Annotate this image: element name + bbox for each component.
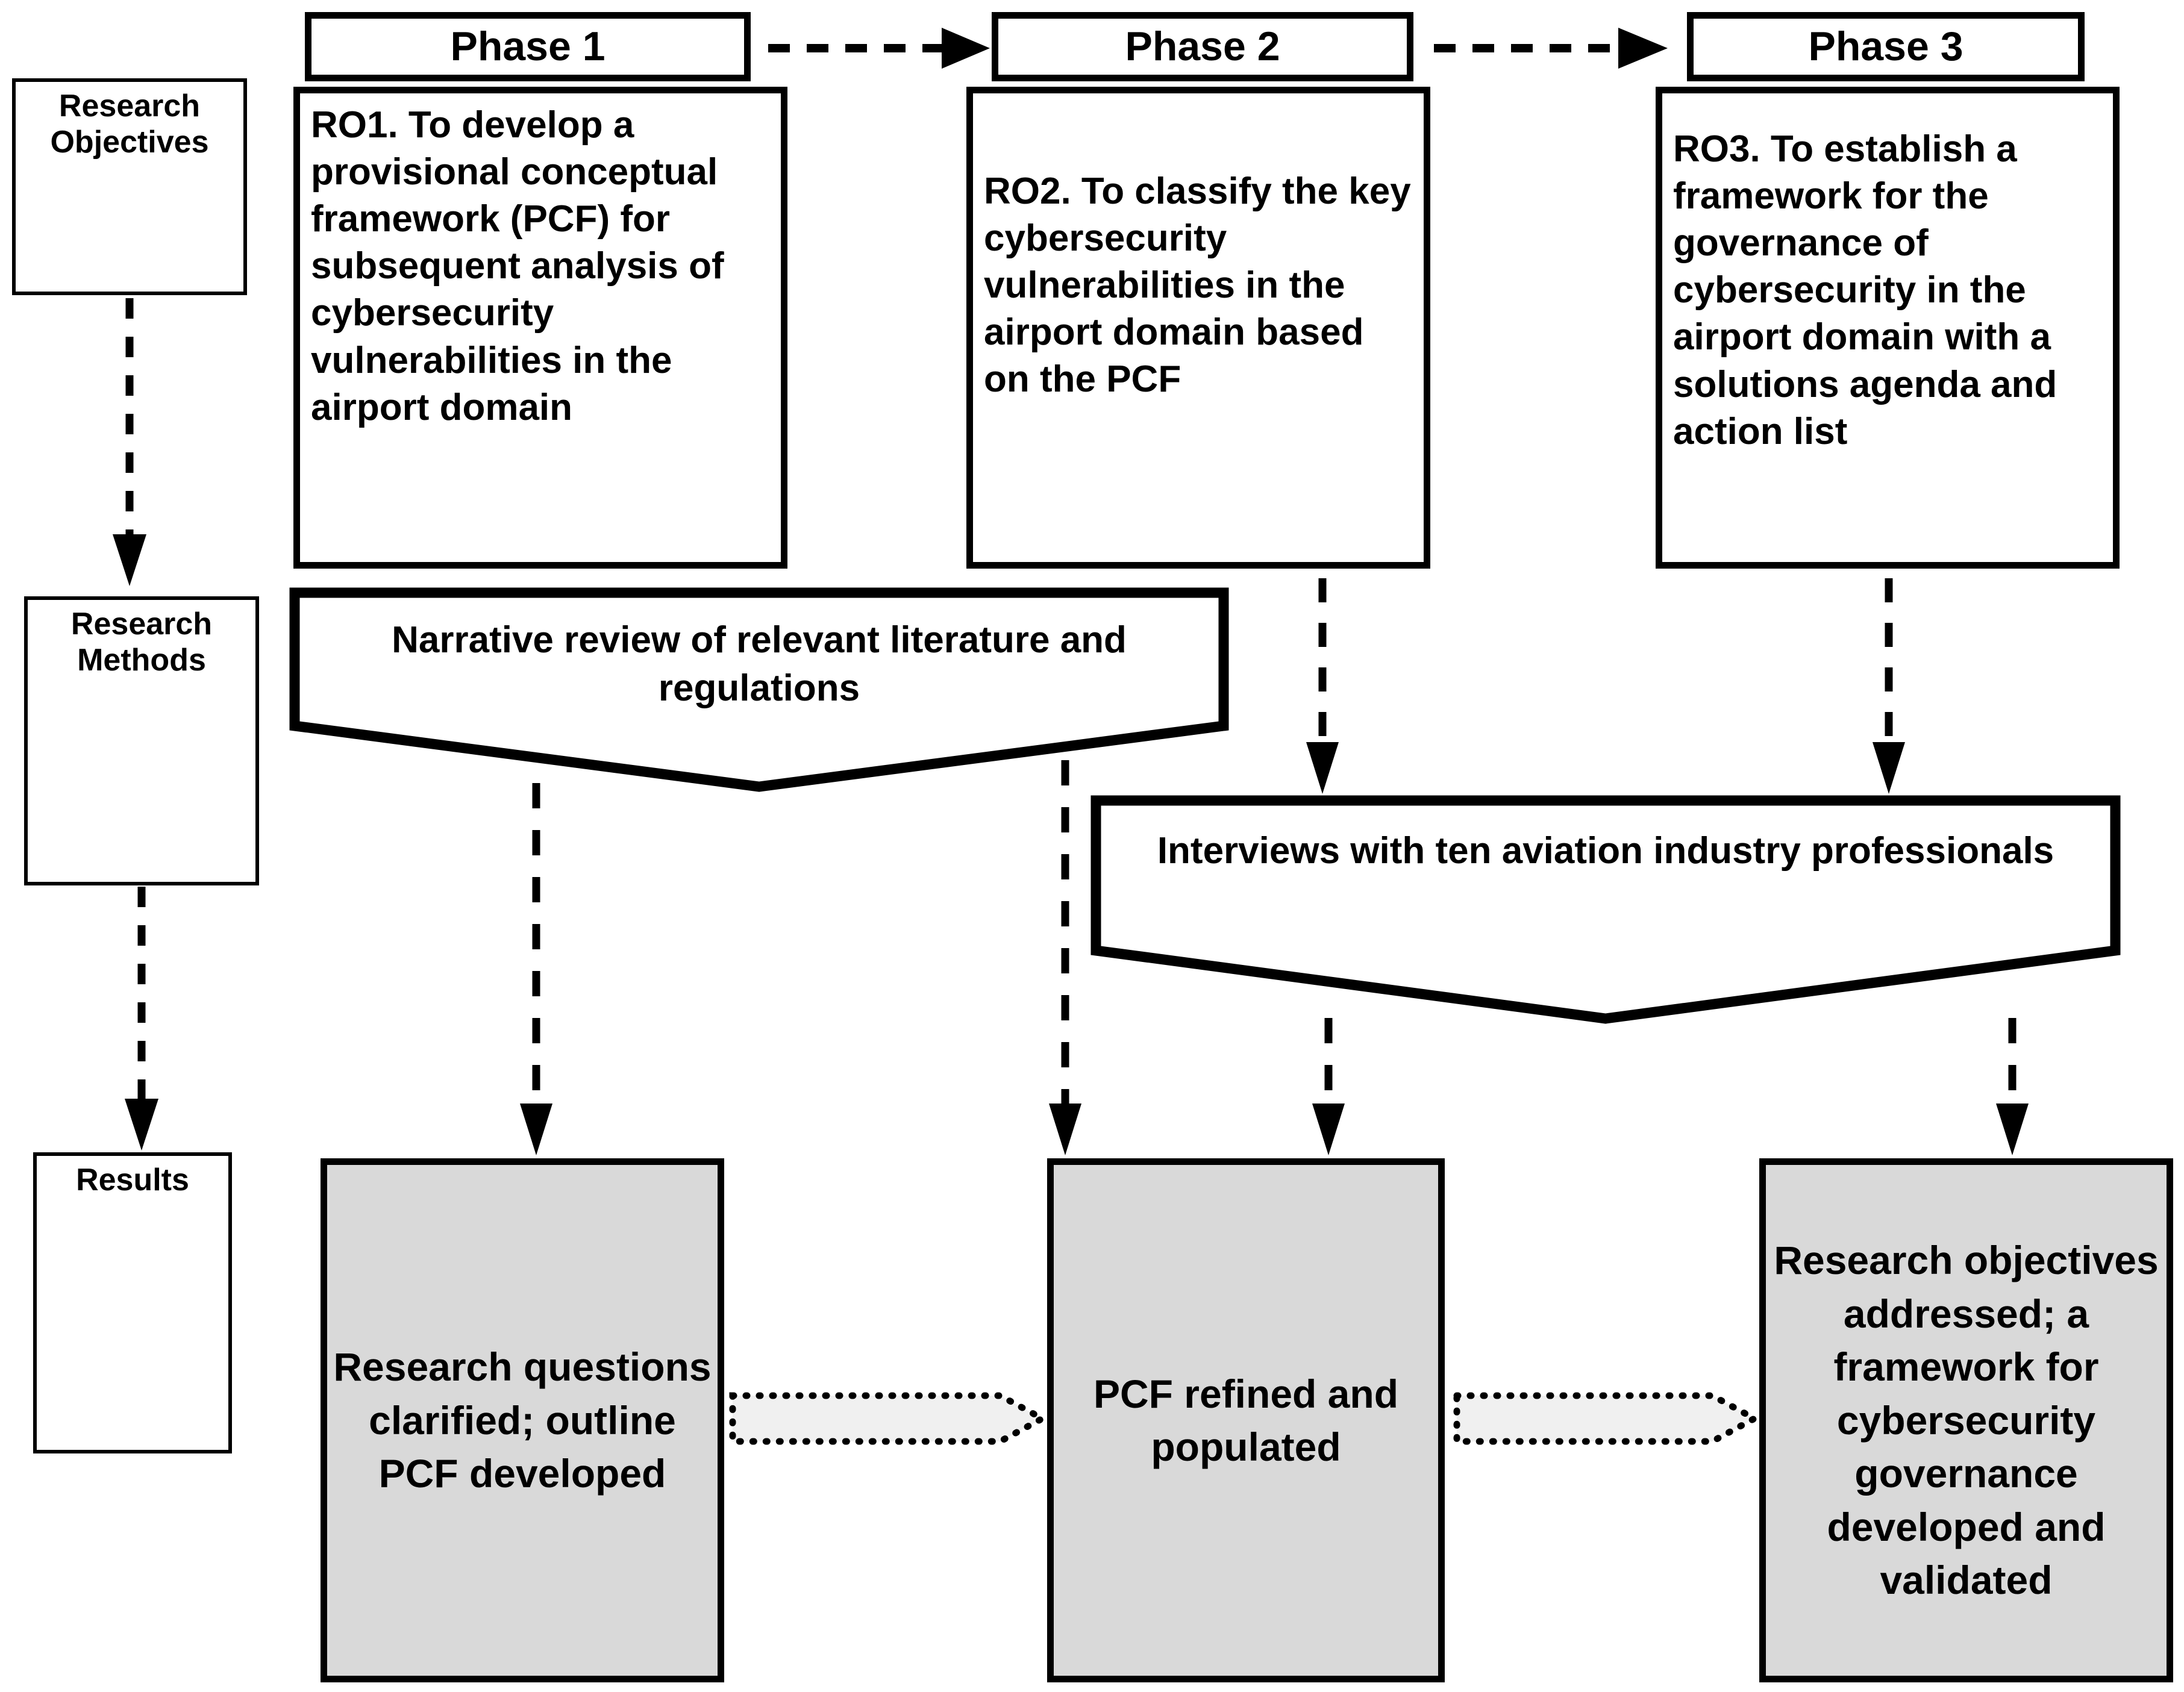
objective-box-ro2: RO2. To classify the key cybersecurity v… <box>966 87 1430 569</box>
method-box-narrative-review: Narrative review of relevant literature … <box>289 587 1229 792</box>
arrow-interviews-to-result2 <box>1310 1018 1347 1157</box>
objective-box-ro3: RO3. To establish a framework for the go… <box>1656 87 2120 569</box>
phase-arrow-1-to-2 <box>768 24 991 72</box>
phase-header-2: Phase 2 <box>992 12 1413 81</box>
method-box-interviews: Interviews with ten aviation industry pr… <box>1090 795 2121 1024</box>
result-box-1: Research questions clarified; outline PC… <box>321 1158 724 1682</box>
method-label: Interviews with ten aviation industry pr… <box>1157 830 2054 872</box>
spine-arrow-methods-to-results <box>124 887 160 1152</box>
result-text: Research questions clarified; outline PC… <box>333 1344 712 1496</box>
result-box-3: Research objectives addressed; a framewo… <box>1759 1158 2173 1682</box>
spine-label-text: Research Objectives <box>50 89 209 160</box>
objective-box-ro1: RO1. To develop a provisional conceptual… <box>293 87 787 569</box>
spine-label-results: Results <box>33 1152 232 1453</box>
phase-header-1: Phase 1 <box>305 12 751 81</box>
arrow-narrative-to-result2 <box>1047 760 1083 1157</box>
spine-label-text: Research Methods <box>70 607 213 678</box>
result-connector-1-to-2 <box>728 1382 1047 1455</box>
spine-label-research-methods: Research Methods <box>24 596 259 885</box>
arrow-narrative-to-result1 <box>518 783 554 1157</box>
spine-label-text: Results <box>76 1163 189 1197</box>
result-text: PCF refined and populated <box>1093 1371 1399 1469</box>
phase-header-label: Phase 3 <box>1808 23 1963 70</box>
spine-label-research-objectives: Research Objectives <box>12 78 247 295</box>
spine-arrow-objectives-to-methods <box>111 298 148 587</box>
result-box-2: PCF refined and populated <box>1047 1158 1445 1682</box>
phase-header-label: Phase 1 <box>450 23 605 70</box>
phase-header-label: Phase 2 <box>1125 23 1280 70</box>
objective-text: RO2. To classify the key cybersecurity v… <box>984 170 1411 401</box>
result-connector-2-to-3 <box>1452 1382 1759 1455</box>
objective-text: RO1. To develop a provisional conceptual… <box>311 104 724 428</box>
arrow-interviews-to-result3 <box>1994 1018 2030 1157</box>
arrow-ro3-to-interviews <box>1871 578 1907 795</box>
arrow-ro2-to-interviews <box>1304 578 1341 795</box>
result-text: Research objectives addressed; a framewo… <box>1774 1238 2159 1603</box>
method-label: Narrative review of relevant literature … <box>392 619 1127 710</box>
objective-text: RO3. To establish a framework for the go… <box>1673 128 2057 452</box>
phase-header-3: Phase 3 <box>1687 12 2085 81</box>
phase-arrow-2-to-3 <box>1434 24 1669 72</box>
